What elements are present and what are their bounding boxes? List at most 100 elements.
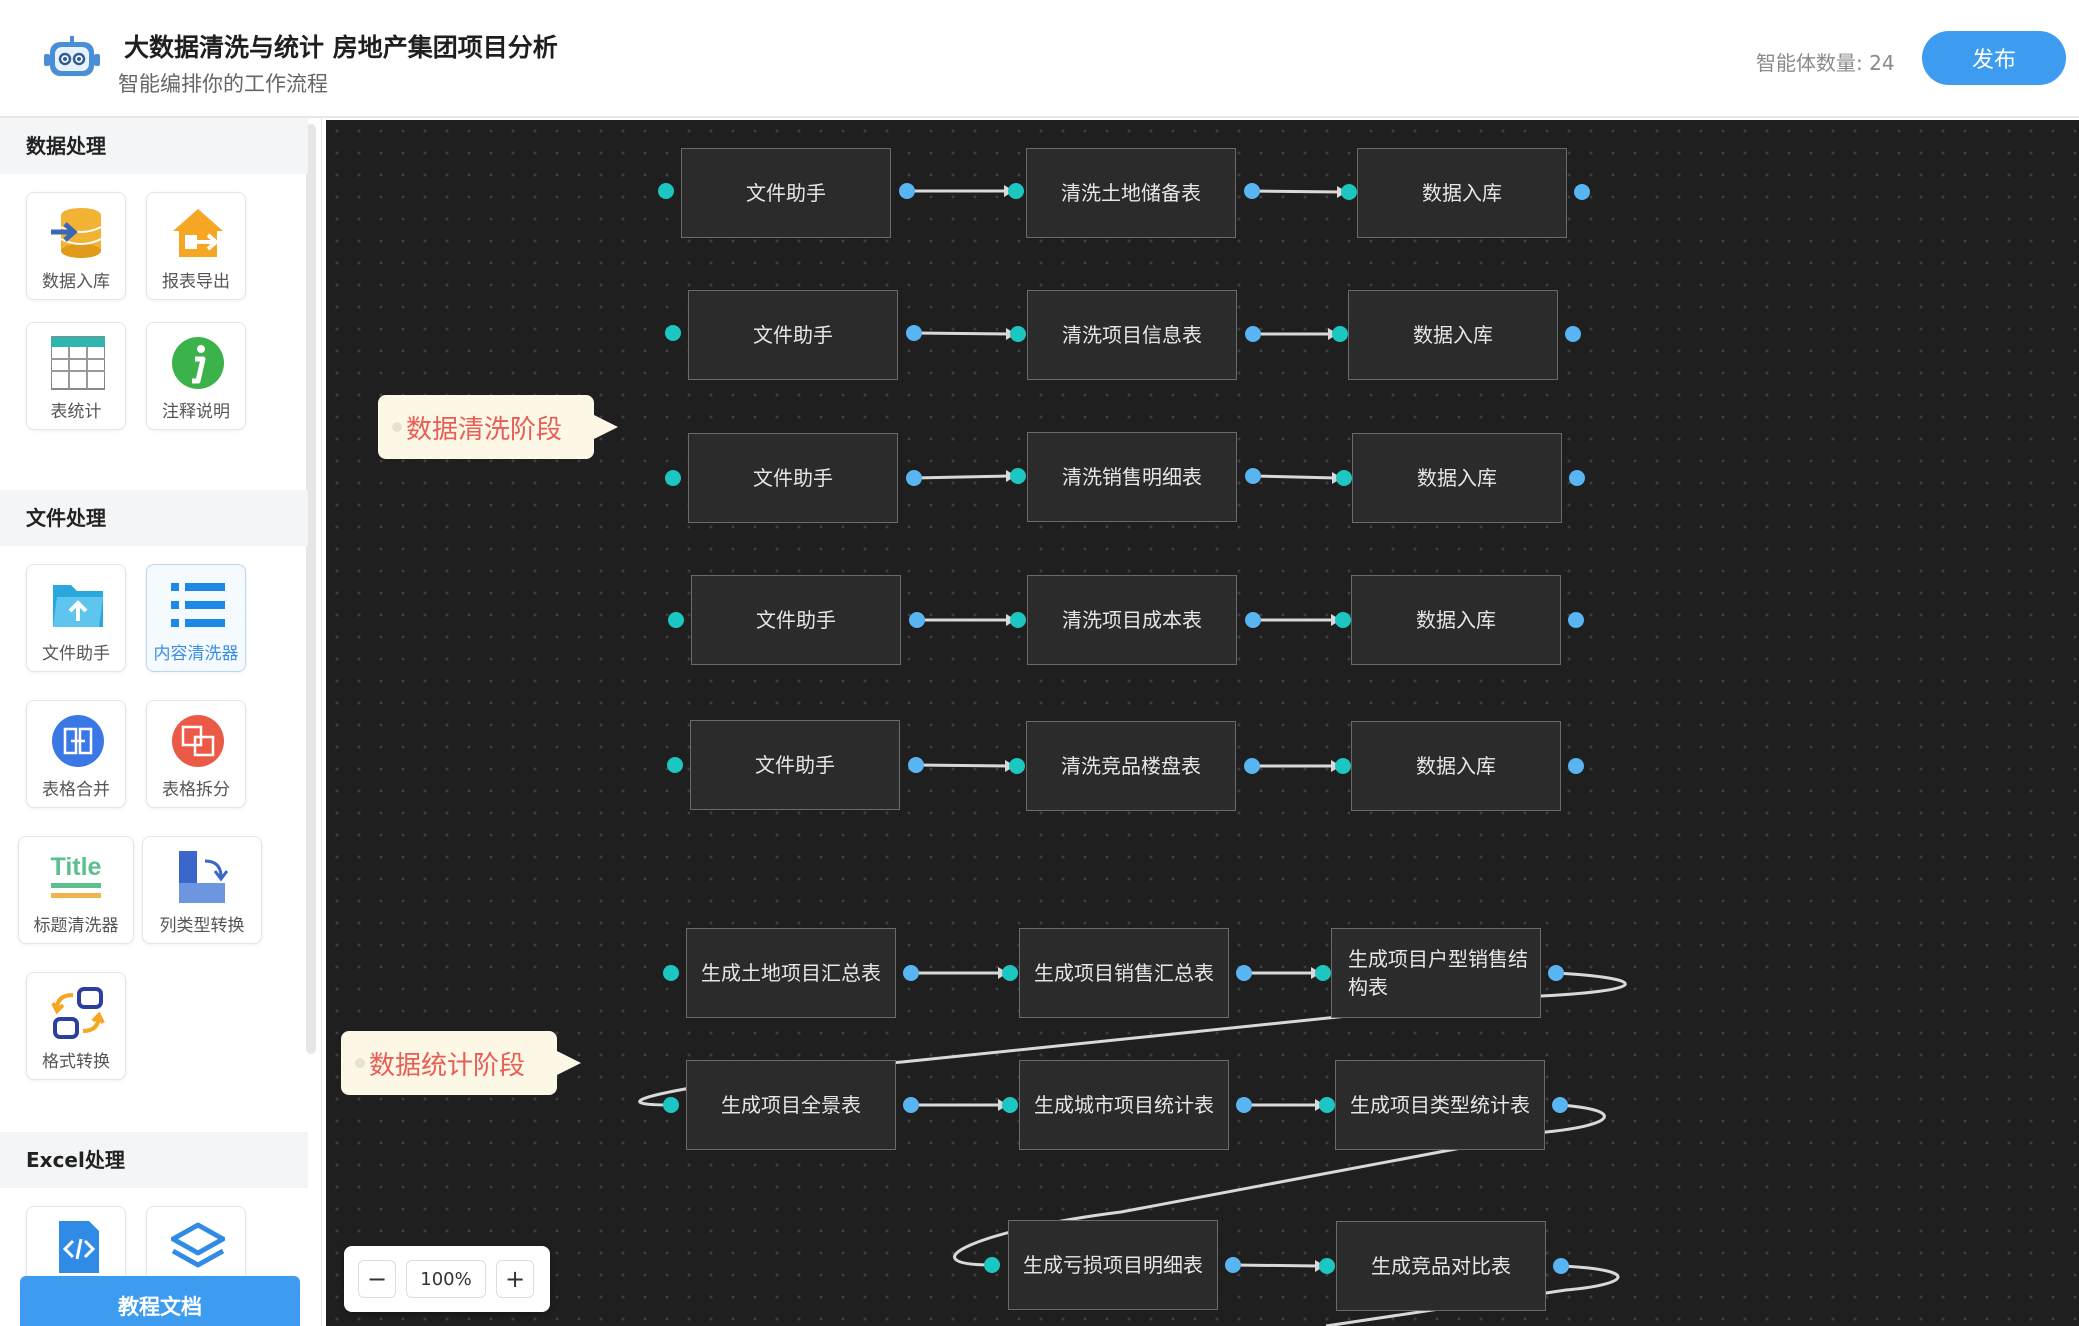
input-port[interactable] [1332,326,1348,342]
node-clean-competitor[interactable]: 清洗竞品楼盘表 [1026,721,1236,811]
sidebar-scrollbar[interactable] [306,124,316,1054]
tutorial-docs-button[interactable]: 教程文档 [20,1276,300,1326]
output-port[interactable] [899,183,915,199]
node-file-assistant-4[interactable]: 文件助手 [691,575,901,665]
output-port[interactable] [1568,612,1584,628]
node-project-sales-summary[interactable]: 生成项目销售汇总表 [1019,928,1229,1018]
output-port[interactable] [1552,1097,1568,1113]
output-port[interactable] [1245,326,1261,342]
house-export-icon [173,209,223,257]
output-port[interactable] [1236,1097,1252,1113]
input-port[interactable] [663,1097,679,1113]
node-file-assistant-2[interactable]: 文件助手 [688,290,898,380]
input-port[interactable] [1319,1097,1335,1113]
output-port[interactable] [909,612,925,628]
output-port[interactable] [906,325,922,341]
input-port[interactable] [1010,326,1026,342]
input-port[interactable] [668,612,684,628]
node-project-type-stats[interactable]: 生成项目类型统计表 [1335,1060,1545,1150]
node-city-project-stats[interactable]: 生成城市项目统计表 [1019,1060,1229,1150]
input-port[interactable] [1319,1258,1335,1274]
connection-line [915,763,1010,768]
zoom-out-button[interactable]: − [358,1260,396,1298]
output-port[interactable] [1574,184,1590,200]
node-competitor-compare[interactable]: 生成竞品对比表 [1336,1221,1546,1311]
output-port[interactable] [1548,965,1564,981]
node-clean-project-cost[interactable]: 清洗项目成本表 [1027,575,1237,665]
output-port[interactable] [906,470,922,486]
tool-table-stats[interactable]: 表统计 [26,322,126,430]
input-port[interactable] [984,1257,1000,1273]
node-file-assistant-1[interactable]: 文件助手 [681,148,891,238]
output-port[interactable] [908,757,924,773]
node-data-import-3[interactable]: 数据入库 [1352,433,1562,523]
tool-table-split[interactable]: 表格拆分 [146,700,246,808]
tool-file-assistant[interactable]: 文件助手 [26,564,126,672]
input-port[interactable] [1009,758,1025,774]
input-port[interactable] [1010,612,1026,628]
tool-content-cleaner[interactable]: 内容清洗器 [146,564,246,672]
input-port[interactable] [1002,1097,1018,1113]
tool-label: 数据入库 [42,272,110,292]
node-data-import-5[interactable]: 数据入库 [1351,721,1561,811]
output-port[interactable] [903,1097,919,1113]
tool-data-import[interactable]: 数据入库 [26,192,126,300]
output-port[interactable] [1244,183,1260,199]
node-data-import-4[interactable]: 数据入库 [1351,575,1561,665]
output-port[interactable] [1569,470,1585,486]
input-port[interactable] [1008,183,1024,199]
output-port[interactable] [903,965,919,981]
output-port[interactable] [1245,612,1261,628]
node-clean-sales-detail[interactable]: 清洗销售明细表 [1027,432,1237,522]
node-unit-sales-structure[interactable]: 生成项目户型销售结构表 [1331,928,1541,1018]
workflow-canvas[interactable]: 数据清洗阶段 数据统计阶段 文件助手 清洗土地储备表 数据入库 文件助手 清洗项… [326,120,2079,1326]
input-port[interactable] [667,757,683,773]
input-port[interactable] [665,325,681,341]
node-land-project-summary[interactable]: 生成土地项目汇总表 [686,928,896,1018]
tool-format-convert[interactable]: 格式转换 [26,972,126,1080]
tool-report-export[interactable]: 报表导出 [146,192,246,300]
publish-button[interactable]: 发布 [1922,31,2066,85]
input-port[interactable] [658,183,674,199]
output-port[interactable] [1225,1257,1241,1273]
node-file-assistant-3[interactable]: 文件助手 [688,433,898,523]
output-port[interactable] [1236,965,1252,981]
app-subtitle: 智能编排你的工作流程 [118,72,328,96]
section-title-excel: Excel处理 [0,1132,308,1188]
node-loss-project-detail[interactable]: 生成亏损项目明细表 [1008,1220,1218,1310]
input-port[interactable] [665,470,681,486]
column-convert-icon [179,851,229,903]
input-port[interactable] [1002,965,1018,981]
input-port[interactable] [1315,965,1331,981]
tool-annotation[interactable]: 注释说明 [146,322,246,430]
input-port[interactable] [1010,468,1026,484]
tool-label: 格式转换 [42,1052,110,1072]
zoom-in-button[interactable]: + [496,1260,534,1298]
connection-line [1252,474,1337,480]
node-data-import-1[interactable]: 数据入库 [1357,148,1567,238]
tool-table-merge[interactable]: 表格合并 [26,700,126,808]
tool-label: 列类型转换 [159,916,245,936]
node-file-assistant-5[interactable]: 文件助手 [690,720,900,810]
output-port[interactable] [1553,1258,1569,1274]
input-port[interactable] [1336,470,1352,486]
node-clean-land-reserve[interactable]: 清洗土地储备表 [1026,148,1236,238]
input-port[interactable] [1335,612,1351,628]
stage-label-cleaning[interactable]: 数据清洗阶段 [378,395,618,459]
tool-label: 内容清洗器 [153,644,239,664]
input-port[interactable] [1335,758,1351,774]
node-clean-project-info[interactable]: 清洗项目信息表 [1027,290,1237,380]
section-title-data: 数据处理 [0,118,308,174]
output-port[interactable] [1245,468,1261,484]
node-data-import-2[interactable]: 数据入库 [1348,290,1558,380]
tool-title-cleaner[interactable]: Title 标题清洗器 [18,836,134,944]
output-port[interactable] [1568,758,1584,774]
node-project-panorama[interactable]: 生成项目全景表 [686,1060,896,1150]
input-port[interactable] [1341,184,1357,200]
stage-label-statistics[interactable]: 数据统计阶段 [341,1031,581,1095]
tool-column-type-convert[interactable]: 列类型转换 [142,836,262,944]
output-port[interactable] [1565,326,1581,342]
input-port[interactable] [663,965,679,981]
output-port[interactable] [1244,758,1260,774]
connection-line [913,331,1011,336]
